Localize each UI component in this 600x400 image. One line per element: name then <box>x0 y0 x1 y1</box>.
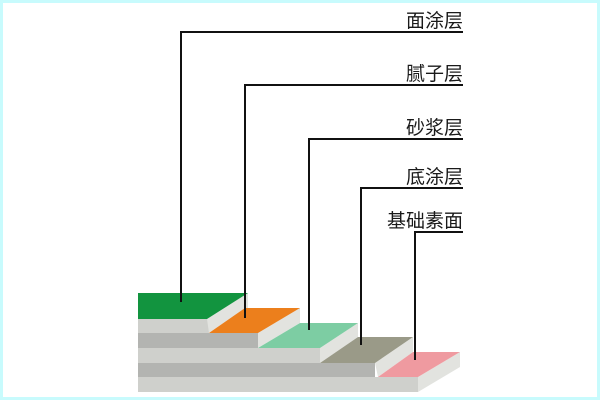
substrate-face <box>378 352 460 377</box>
layer-labels: 面涂层 腻子层 砂浆层 底涂层 基础素面 <box>387 10 463 232</box>
layer-top-faces <box>138 293 460 377</box>
step-side-face <box>418 352 460 392</box>
step-side-face <box>375 337 413 377</box>
top-coat-face <box>138 293 248 319</box>
mortar-face <box>258 323 358 348</box>
label-putty: 腻子层 <box>406 63 463 85</box>
label-primer: 底涂层 <box>406 166 463 188</box>
step-front-faces <box>138 319 418 392</box>
step-front-face <box>138 348 320 363</box>
leader-line <box>244 84 463 318</box>
primer-face <box>320 337 413 363</box>
putty-face <box>209 308 300 333</box>
label-top-coat: 面涂层 <box>406 10 463 32</box>
step-side-face <box>258 308 300 348</box>
step-front-face <box>138 363 375 377</box>
leader-line <box>360 187 463 345</box>
label-mortar: 砂浆层 <box>406 117 463 139</box>
step-side-face <box>207 293 248 333</box>
label-substrate: 基础素面 <box>387 210 463 232</box>
step-front-face <box>138 333 258 348</box>
step-side-face <box>320 323 358 363</box>
leader-line <box>180 31 463 302</box>
step-front-face <box>138 377 418 392</box>
leader-line <box>308 138 463 330</box>
leader-lines <box>180 31 463 360</box>
step-front-face <box>138 319 209 333</box>
leader-line <box>414 231 463 360</box>
step-side-faces <box>207 293 460 392</box>
